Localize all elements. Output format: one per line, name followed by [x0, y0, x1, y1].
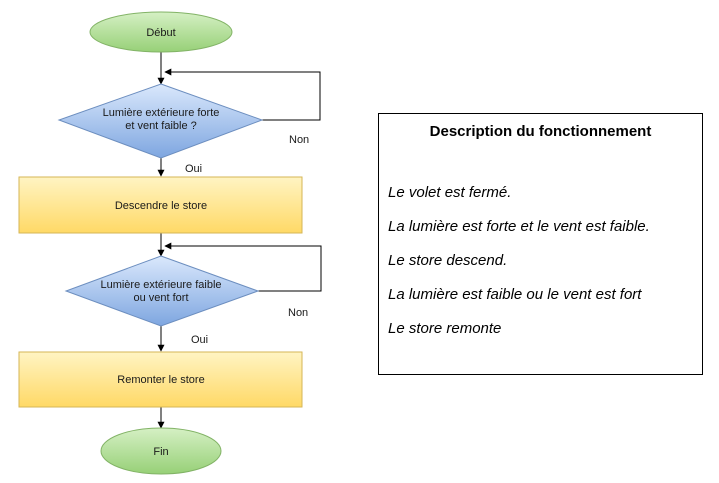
start-node-label: Début	[146, 27, 175, 39]
decision-1-yes-label: Oui	[185, 163, 202, 175]
description-step: Le store remonte	[388, 320, 502, 337]
description-step: Le store descend.	[388, 252, 508, 269]
decision-1-no-label: Non	[289, 134, 309, 146]
decision-2-label-line-2: ou vent fort	[133, 292, 188, 304]
action-2-shape	[18, 351, 303, 408]
description-step: La lumière est faible ou le vent est for…	[388, 286, 642, 303]
start-node-shape	[89, 11, 233, 53]
decision-2-no-label: Non	[288, 307, 308, 319]
decision-1-label-line-1: Lumière extérieure forte	[103, 107, 220, 119]
action-1-shape	[18, 176, 303, 234]
action-1-node: Descendre le store	[18, 176, 303, 234]
description-box: Description du fonctionnement Le volet e…	[378, 113, 703, 375]
action-2-label: Remonter le store	[117, 374, 204, 386]
decision-2-yes-label: Oui	[191, 334, 208, 346]
decision-2-label-line-1: Lumière extérieure faible	[100, 279, 221, 291]
decision-1-node: Lumière extérieure forte et vent faible …	[57, 83, 264, 159]
decision-2-node: Lumière extérieure faible ou vent fort	[64, 255, 260, 327]
decision-2-shape	[64, 255, 260, 327]
edge-decision-1-no-loop	[164, 68, 321, 121]
decision-1-label-line-2: et vent faible ?	[125, 120, 197, 132]
action-1-label: Descendre le store	[115, 200, 207, 212]
description-step: La lumière est forte et le vent est faib…	[388, 218, 650, 235]
start-node: Début	[89, 11, 233, 53]
description-steps: Le volet est fermé. La lumière est forte…	[388, 183, 698, 353]
end-node-shape	[100, 427, 222, 475]
description-step: Le volet est fermé.	[388, 184, 512, 201]
action-2-node: Remonter le store	[18, 351, 303, 408]
decision-1-shape	[57, 83, 264, 159]
edges	[157, 52, 322, 429]
end-node-label: Fin	[153, 446, 168, 458]
end-node: Fin	[100, 427, 222, 475]
edge-decision-2-no-loop	[164, 242, 322, 292]
description-title: Description du fonctionnement	[429, 123, 652, 140]
